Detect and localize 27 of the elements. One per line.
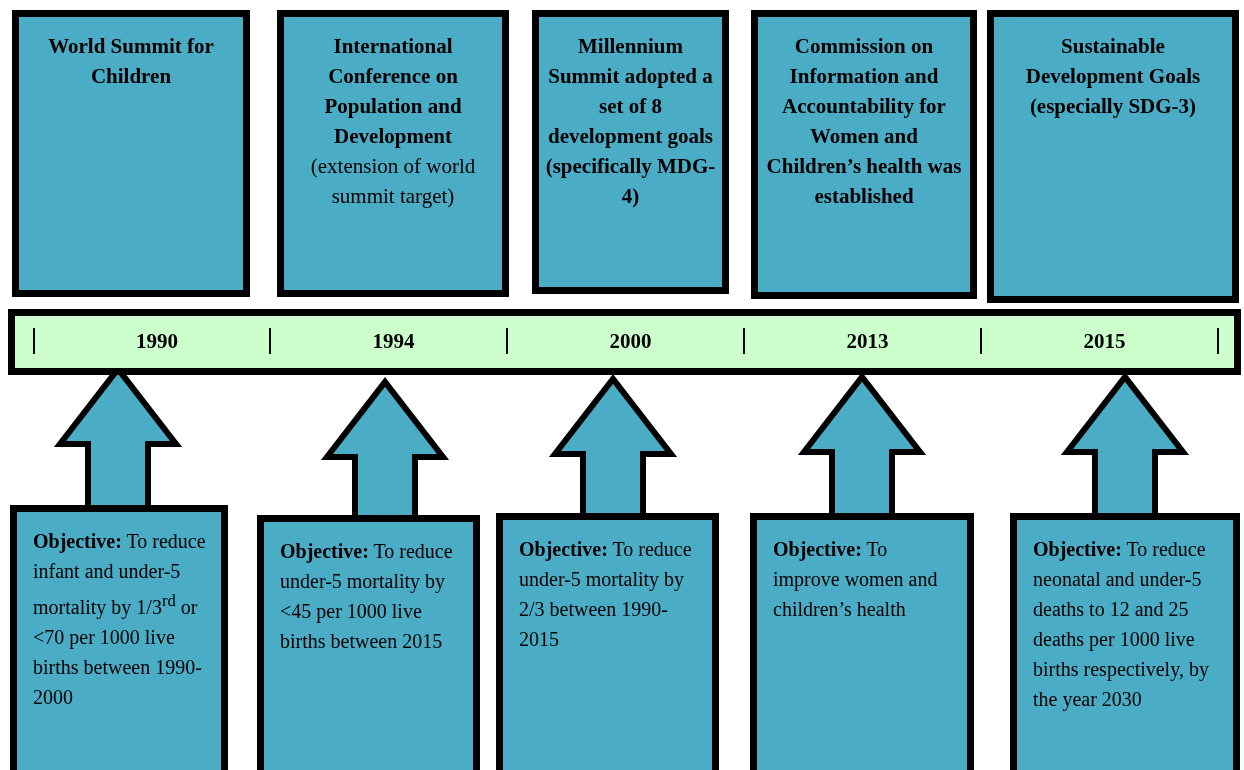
event-title: Millennium Summit adopted a set of 8 development goals (specifically MDG-4)	[545, 33, 716, 210]
event-title: Sustainable Development Goals (especially SDG-3)	[1024, 33, 1202, 120]
event-box	[532, 10, 729, 294]
event-title: World Summit for Children	[47, 33, 215, 90]
timeline-bar	[8, 309, 1241, 375]
objective-text: Objective: To reduce under-5 mortality by 2/3 between 1990-2015	[519, 537, 693, 652]
objective-text: Objective: To reduce under-5 mortality by <45 per 1000 live births between 2015	[280, 539, 454, 654]
year-label: 2000	[512, 316, 749, 366]
event-note: (extension of world summit target)	[309, 153, 477, 210]
event-title: Commission on Information and Accountability for Women and Children’s health was established	[765, 33, 963, 210]
event-title: International Conference on Population and Development	[323, 33, 463, 150]
objective-text: Objective: To improve women and children’s health	[773, 537, 939, 622]
event-box	[751, 10, 977, 299]
year-label: 2013	[749, 316, 986, 366]
objective-box	[1010, 513, 1240, 770]
event-box	[987, 10, 1239, 303]
year-label: 1990	[39, 316, 275, 366]
objective-text: Objective: To reduce neonatal and under-5 deaths to 12 and 25 deaths per 1000 live births respectively, by the year 2030	[1033, 537, 1210, 713]
year-label: 1994	[275, 316, 512, 366]
objective-box	[10, 505, 228, 770]
objective-box	[257, 515, 480, 770]
objective-text: Objective: To reduce infant and under-5 mortality by 1/3$^{rd}$ or <70 per 1000 live births between 1990-2000	[33, 529, 207, 710]
year-label: 2015	[986, 316, 1223, 366]
objective-box	[750, 513, 974, 770]
event-box	[12, 10, 250, 297]
event-box	[277, 10, 509, 297]
objective-box	[496, 513, 719, 770]
